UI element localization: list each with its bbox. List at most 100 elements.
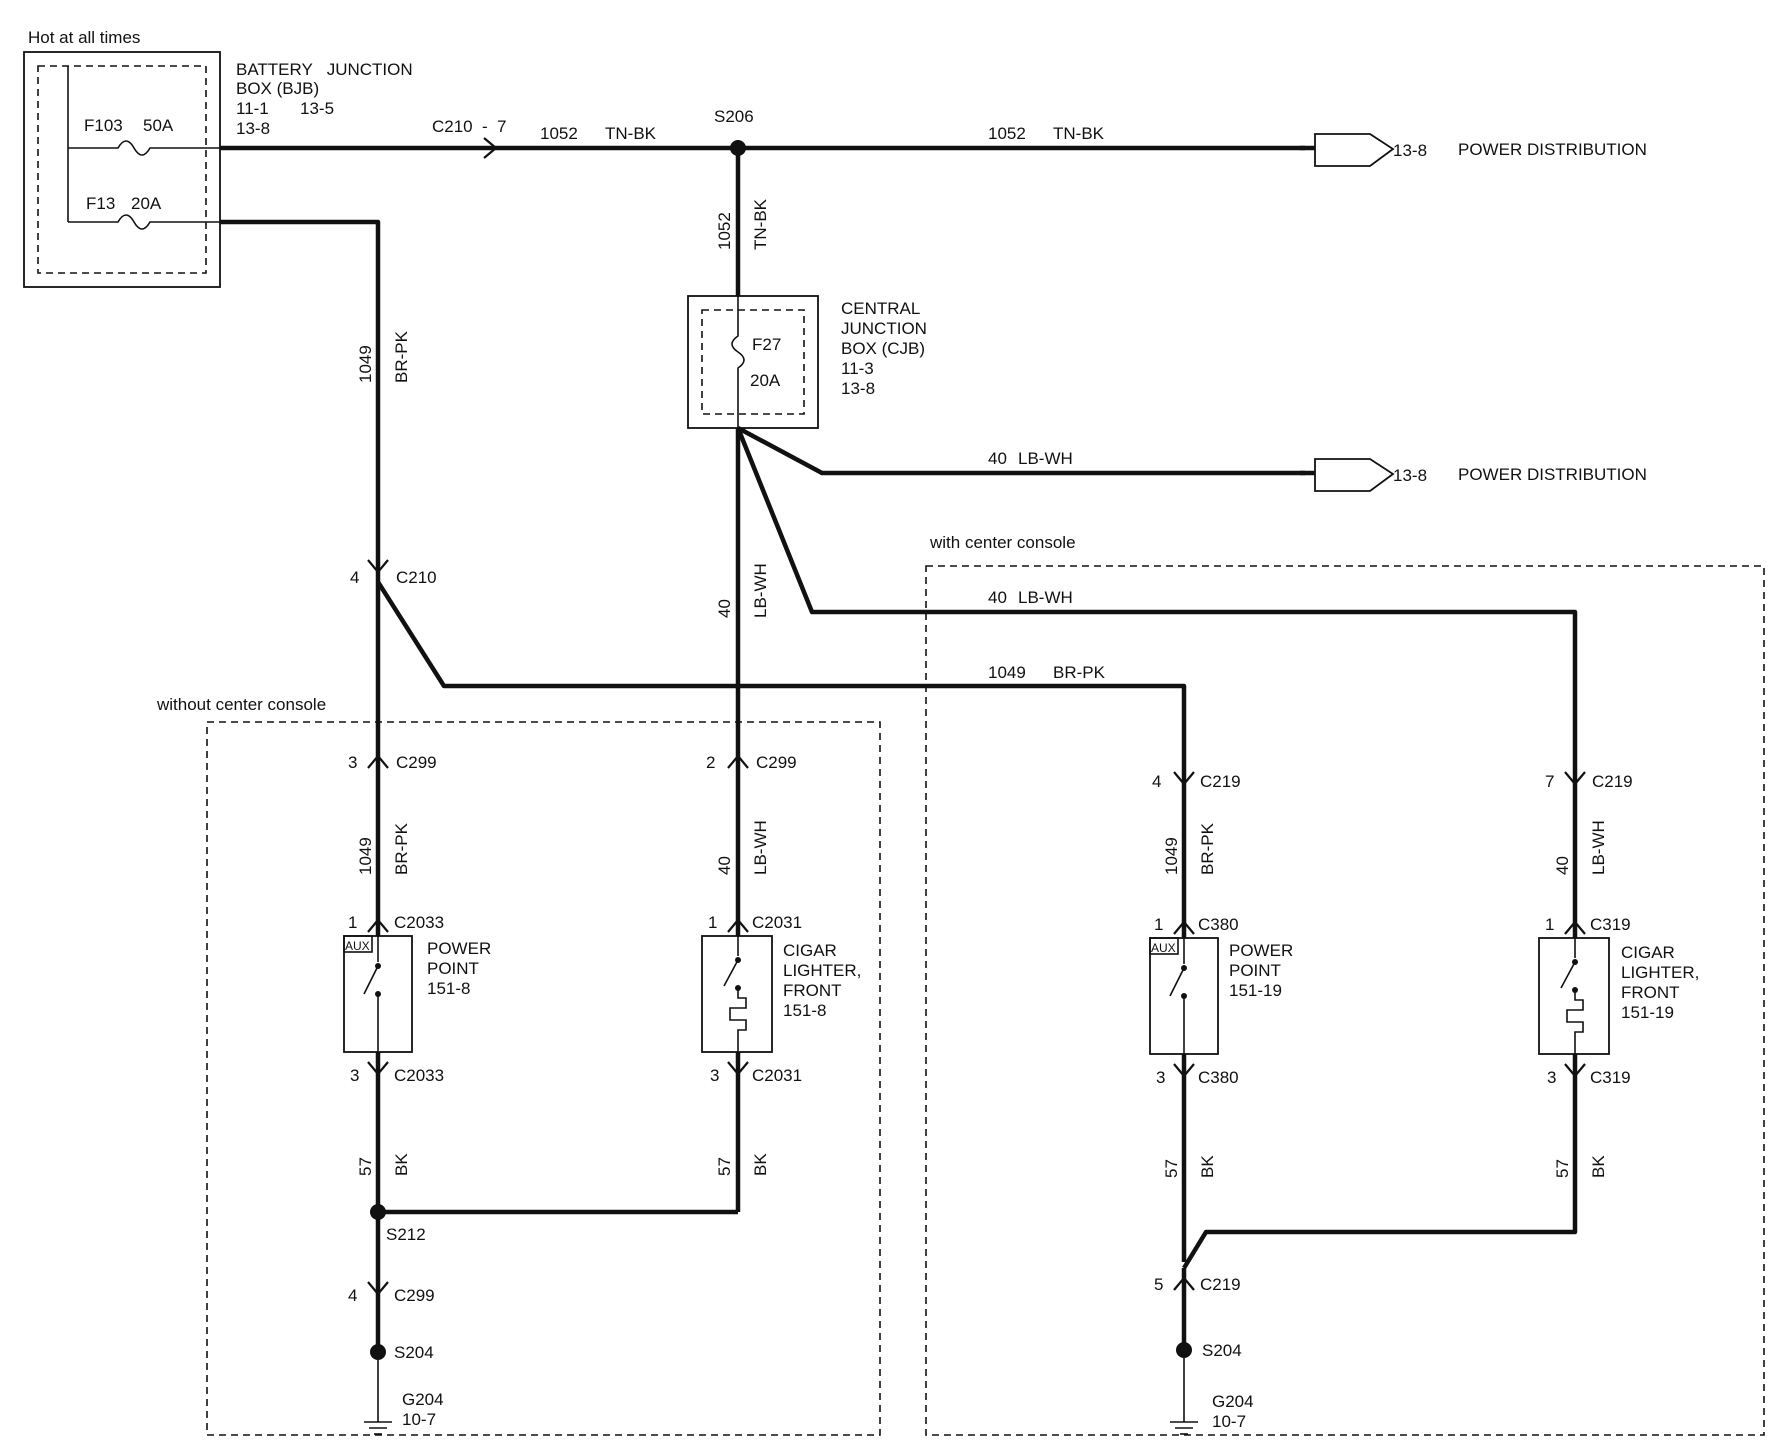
cl-without-name-2: LIGHTER, [783, 961, 861, 980]
pp-without-c299-pin: 3 [348, 753, 357, 772]
cigar-lighter-without-console [701, 935, 773, 1053]
splice-s212-label: S212 [386, 1225, 426, 1244]
cl-without-bot-conn: C2031 [752, 1066, 802, 1085]
cl-without-top-pin: 1 [708, 913, 717, 932]
pp-with-bot-pin: 3 [1156, 1068, 1165, 1087]
cl-with-name-1: CIGAR [1621, 943, 1675, 962]
ground-symbol-with [1170, 1358, 1198, 1435]
bjb-title-line1: BATTERY JUNCTION [236, 60, 413, 79]
c319-bot-arrow [1564, 1063, 1586, 1078]
power-distribution-connector-1 [1314, 133, 1395, 167]
cl-with-ref: 151-19 [1621, 1003, 1674, 1022]
pp-without-name-2: POINT [427, 959, 479, 978]
c210-pin: 4 [350, 568, 359, 587]
console-1049-circuit: 1049 [988, 663, 1026, 682]
fuse-f27-label: F27 [752, 335, 781, 354]
pp-with-wiring [1181, 772, 1578, 1348]
cjb-40-color: LB-WH [751, 563, 770, 618]
power-point-with-console [1149, 937, 1219, 1055]
console-1049-color: BR-PK [1053, 663, 1106, 682]
main-c210-pin: 7 [497, 117, 506, 136]
cjb-title-line3: BOX (CJB) [841, 339, 925, 358]
splice-s206-label: S206 [714, 107, 754, 126]
main-c210-label: C210 [432, 117, 473, 136]
power-distribution-1-label: POWER DISTRIBUTION [1458, 140, 1647, 159]
cl-with-gnd-color: BK [1589, 1155, 1608, 1178]
power-distribution-1-ref: 13-8 [1393, 141, 1427, 160]
pp-without-circuit: 1049 [356, 837, 375, 875]
ground-without-ref: 10-7 [402, 1410, 436, 1429]
wire-1049-bjb [220, 219, 1187, 772]
fuse-f27-rating: 20A [750, 371, 781, 390]
power-point-without-console [343, 935, 413, 1053]
splice-s204-with-label: S204 [1202, 1341, 1242, 1360]
c299-3-arrow [367, 754, 389, 769]
power-distribution-2-label: POWER DISTRIBUTION [1458, 465, 1647, 484]
cl-without-gnd-color: BK [751, 1153, 770, 1176]
splice-s204-without [370, 1344, 386, 1360]
splice-s204-with [1176, 1342, 1192, 1358]
cl-with-gnd-circuit: 57 [1553, 1159, 1572, 1178]
cigar-lighter-with-console [1538, 937, 1610, 1055]
bjb-ref-c: 13-8 [236, 119, 270, 138]
central-junction-box [687, 295, 819, 429]
splice-s204-without-label: S204 [394, 1343, 434, 1362]
c380-top-arrow [1173, 920, 1195, 935]
down-1052-color: TN-BK [751, 198, 770, 250]
c219-4-arrow [1173, 771, 1195, 786]
fuse-f13-label: F13 [86, 194, 115, 213]
c2031-top-arrow [727, 918, 749, 933]
ground-with-ref: 10-7 [1212, 1412, 1246, 1431]
pp-without-top-conn: C2033 [394, 913, 444, 932]
bjb-1049-circuit: 1049 [356, 345, 375, 383]
cl-with-bot-conn: C319 [1590, 1068, 1631, 1087]
pp-with-c219-pin: 4 [1152, 772, 1161, 791]
power-distribution-2-color: LB-WH [1018, 449, 1073, 468]
connector-c210-feed-arrow [367, 559, 389, 574]
pp-with-c219: C219 [1200, 772, 1241, 791]
pp-without-gnd-color: BK [392, 1153, 411, 1176]
c210-label: C210 [396, 568, 437, 587]
cjb-ref-b: 13-8 [841, 379, 875, 398]
cl-without-ref: 151-8 [783, 1001, 826, 1020]
main-c210-dash: - [482, 117, 488, 136]
wire-40-console [735, 427, 1578, 772]
zone-without-center-console [206, 721, 881, 1436]
fuse-f103-label: F103 [84, 116, 123, 135]
pp-without-bot-pin: 3 [350, 1066, 359, 1085]
pp-with-color: BR-PK [1198, 822, 1217, 875]
c380-bot-arrow [1173, 1063, 1195, 1078]
pp-without-gnd-circuit: 57 [356, 1157, 375, 1176]
pp-with-aux: AUX [1151, 941, 1176, 955]
power-distribution-2-circuit: 40 [988, 449, 1007, 468]
ground-symbol-without [364, 1360, 392, 1435]
pp-with-bot-conn: C380 [1198, 1068, 1239, 1087]
fuse-f13-rating: 20A [131, 194, 162, 213]
cl-without-name-3: FRONT [783, 981, 842, 1000]
cjb-title-line2: JUNCTION [841, 319, 927, 338]
cl-without-c299-pin: 2 [706, 753, 715, 772]
zone-without-label: without center console [156, 695, 326, 714]
power-distribution-2-ref: 13-8 [1393, 466, 1427, 485]
pp-with-circuit: 1049 [1162, 837, 1181, 875]
pp-with-name-1: POWER [1229, 941, 1293, 960]
out-1052-circuit: 1052 [988, 124, 1026, 143]
bjb-ref-a: 11-1 [236, 99, 269, 118]
connector-c210-arrow [483, 137, 498, 159]
cl-with-c219: C219 [1592, 772, 1633, 791]
wire-1052-main [220, 145, 1305, 296]
pp-with-gnd-circuit: 57 [1162, 1159, 1181, 1178]
console-40-color: LB-WH [1018, 588, 1073, 607]
cl-with-bot-pin: 3 [1547, 1068, 1556, 1087]
bjb-ref-b: 13-5 [300, 99, 334, 118]
wire-40-power-distribution [736, 426, 1305, 476]
cl-with-top-pin: 1 [1545, 915, 1554, 934]
main-1052-circuit: 1052 [540, 124, 578, 143]
c299-4-arrow [367, 1281, 389, 1296]
splice-s212 [370, 1204, 386, 1220]
cl-without-name-1: CIGAR [783, 941, 837, 960]
c219-5-arrow [1173, 1276, 1195, 1291]
c219-7-arrow [1564, 771, 1586, 786]
battery-junction-box [23, 51, 221, 288]
pp-with-gnd-color: BK [1198, 1155, 1217, 1178]
